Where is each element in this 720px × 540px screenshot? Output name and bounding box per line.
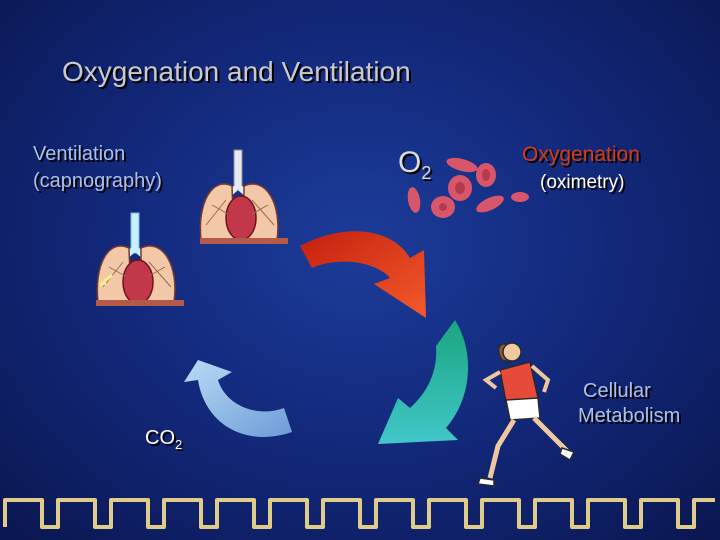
arrow-red: [300, 231, 426, 318]
slide-title: Oxygenation and Ventilation: [62, 56, 411, 87]
arrow-blue: [184, 360, 292, 437]
oxygenation-label: Oxygenation: [522, 143, 640, 166]
metabolism-label: Metabolism: [578, 405, 681, 427]
co2-label: CO2: [145, 427, 182, 452]
runner-icon: [476, 342, 576, 487]
cellular-label: Cellular: [583, 380, 651, 402]
o2-subscript: 2: [421, 163, 432, 183]
o2-label: O2: [398, 146, 431, 184]
ventilation-label: Ventilation: [33, 143, 126, 165]
capnography-label: (capnography): [33, 170, 162, 192]
capnography-waveform-icon: [3, 498, 715, 529]
arrow-green: [378, 320, 469, 444]
lungs-icon: [96, 212, 184, 306]
lungs-icon: [199, 149, 288, 244]
red-blood-cells-icon: [407, 157, 529, 218]
o2-base: O: [398, 146, 422, 179]
co2-subscript: 2: [175, 437, 183, 452]
oximetry-label: (oximetry): [540, 172, 625, 193]
co2-base: CO: [145, 427, 175, 449]
